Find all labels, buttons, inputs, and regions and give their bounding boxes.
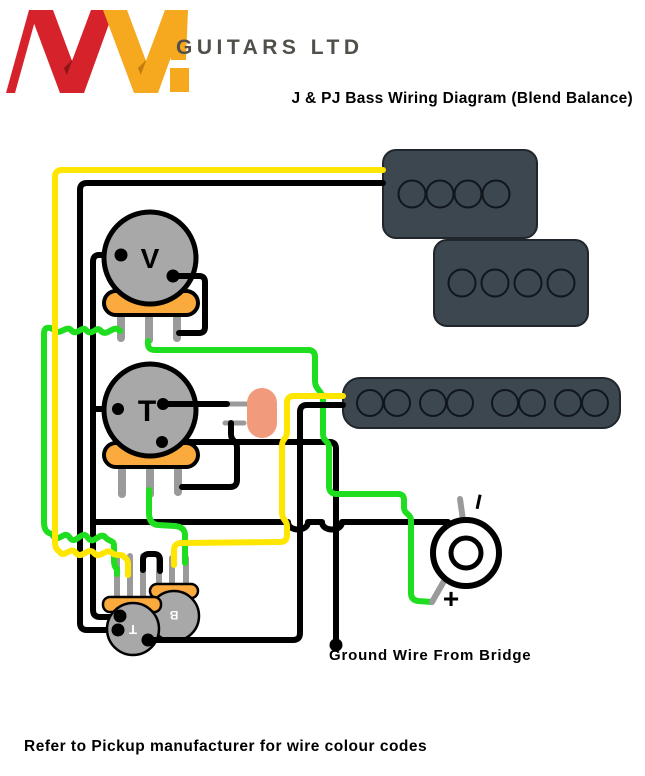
- colored-wiring: [41, 167, 435, 605]
- pole-piece: [383, 389, 411, 417]
- wire-black-split-pickup-ground: [77, 180, 386, 633]
- tone-pot-body: [101, 361, 199, 459]
- wire-black-volume-input-bus: [90, 252, 124, 620]
- wire-green-tone-to-blend: [146, 487, 188, 566]
- blend-pot-front-label: T: [129, 622, 137, 637]
- blend-terminal-dot: [113, 609, 127, 623]
- pole-piece: [513, 268, 543, 298]
- logo-exclamation-dot: [170, 68, 189, 92]
- black-wiring: [77, 180, 451, 648]
- wire-black-output-hot: [90, 519, 451, 533]
- wire-yellow-jazz-pickup-hot: [171, 393, 346, 568]
- footer-note: Refer to Pickup manufacturer for wire co…: [24, 738, 428, 755]
- wire-green-volume-to-blend-loop: [41, 324, 123, 577]
- pole-piece: [446, 389, 474, 417]
- jack-inner-ring: [448, 535, 484, 571]
- blend-pot-back-label: B: [169, 608, 178, 622]
- pole-piece: [481, 179, 511, 209]
- blend-pot: B T: [101, 402, 346, 657]
- jack-ground-label: +: [443, 583, 459, 614]
- output-jack: I +: [429, 491, 502, 614]
- logo-stroke-w2: [60, 10, 114, 93]
- logo-stroke-thin: [6, 10, 38, 93]
- wire-yellow-split-pickup-hot: [52, 167, 386, 578]
- split-coil-pickup-2: [433, 239, 589, 327]
- bridge-ground-dot: [329, 638, 343, 652]
- company-name: GUITARS LTD: [176, 36, 364, 59]
- blend-terminal-dot: [141, 633, 155, 647]
- blend-terminal-dot: [111, 623, 125, 637]
- pole-piece: [546, 268, 576, 298]
- pole-piece: [518, 389, 546, 417]
- wm-logo: [6, 10, 189, 93]
- tone-terminal-dot: [157, 398, 169, 410]
- pole-piece: [480, 268, 510, 298]
- volume-terminal-dot: [114, 248, 128, 262]
- split-coil-pickup-1: [382, 149, 538, 239]
- pole-piece: [581, 389, 609, 417]
- tone-pot: T: [101, 361, 230, 459]
- jazz-pickup: [342, 377, 621, 429]
- wire-green-volume-to-jack-ground: [145, 338, 435, 605]
- tone-terminal-dot: [112, 403, 124, 415]
- wire-black-blend-leg-link: [140, 551, 163, 574]
- logo-exclamation-bar: [169, 10, 188, 60]
- tone-pot-label: T: [138, 395, 156, 428]
- tone-terminal-dot: [156, 436, 168, 448]
- ground-wire-label: Ground Wire From Bridge: [329, 647, 532, 664]
- wire-black-jazz-to-blend: [150, 402, 346, 643]
- pole-piece: [447, 268, 477, 298]
- capacitor-body: [247, 388, 277, 438]
- wire-black-capacitor-to-ground: [179, 420, 240, 490]
- volume-pot-label: V: [141, 243, 160, 274]
- diagram-title: J & PJ Bass Wiring Diagram (Blend Balanc…: [291, 90, 633, 107]
- volume-pot: V: [101, 209, 208, 336]
- jack-tip-label: I: [473, 491, 483, 515]
- volume-terminal-dot: [166, 269, 180, 283]
- wire-black-volume-output: [170, 273, 208, 336]
